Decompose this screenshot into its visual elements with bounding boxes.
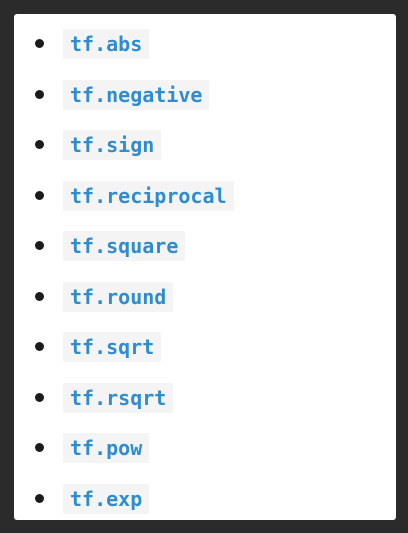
bullet-icon (35, 494, 44, 503)
code-item: tf.sign (63, 130, 161, 160)
list-item: tf.square (14, 230, 396, 281)
list-item: tf.negative (14, 79, 396, 130)
code-item: tf.reciprocal (63, 181, 234, 211)
bullet-icon (35, 90, 44, 99)
list-item: tf.round (14, 281, 396, 332)
list-item: tf.rsqrt (14, 382, 396, 433)
code-item: tf.sqrt (63, 332, 161, 362)
code-item: tf.negative (63, 80, 209, 110)
bullet-icon (35, 292, 44, 301)
list-item: tf.sqrt (14, 331, 396, 382)
bullet-icon (35, 443, 44, 452)
bullet-icon (35, 393, 44, 402)
bullet-icon (35, 140, 44, 149)
code-item: tf.abs (63, 29, 149, 59)
list-item: tf.exp (14, 483, 396, 533)
bullet-icon (35, 342, 44, 351)
list-item: tf.pow (14, 432, 396, 483)
list-item: tf.sign (14, 129, 396, 180)
list-item: tf.reciprocal (14, 180, 396, 231)
bullet-icon (35, 39, 44, 48)
code-item: tf.round (63, 282, 173, 312)
code-item: tf.exp (63, 484, 149, 514)
list-item: tf.abs (14, 28, 396, 79)
code-item: tf.pow (63, 433, 149, 463)
bullet-icon (35, 241, 44, 250)
code-item: tf.rsqrt (63, 383, 173, 413)
content-panel: tf.abs tf.negative tf.sign tf.reciprocal… (14, 14, 396, 520)
code-item: tf.square (63, 231, 185, 261)
function-list: tf.abs tf.negative tf.sign tf.reciprocal… (14, 28, 396, 533)
bullet-icon (35, 191, 44, 200)
